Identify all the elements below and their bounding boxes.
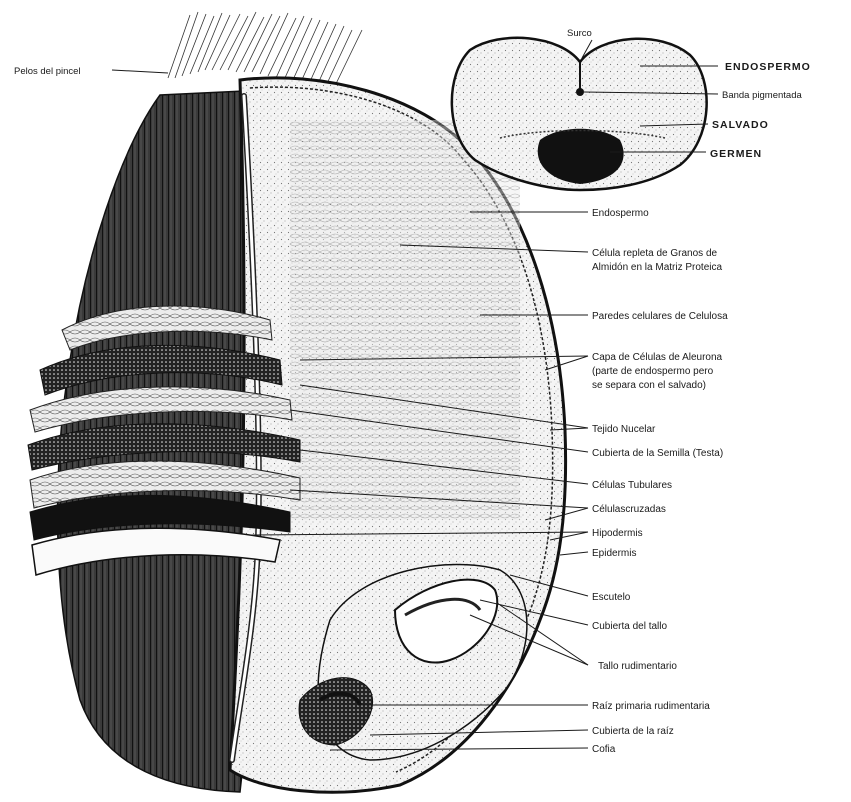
label-epidermis: Epidermis [592, 548, 636, 559]
label-cub-tallo: Cubierta del tallo [592, 621, 667, 632]
label-celula-1: Célula repleta de Granos de [592, 248, 718, 259]
label-endospermo-caps: ENDOSPERMO [725, 61, 811, 73]
label-germen: GERMEN [710, 148, 762, 160]
label-escutelo: Escutelo [592, 592, 631, 603]
label-nucelar: Tejido Nucelar [592, 424, 656, 435]
label-cofia: Cofia [592, 744, 616, 755]
label-aleurona-1: Capa de Células de Aleurona [592, 352, 723, 363]
cellulose-walls [290, 120, 520, 520]
cross-section [452, 38, 707, 190]
label-banda: Banda pigmentada [722, 90, 802, 101]
label-pelos: Pelos del pincel [14, 66, 81, 77]
label-tubulares: Células Tubulares [592, 480, 672, 491]
label-salvado: SALVADO [712, 119, 769, 131]
label-endospermo: Endospermo [592, 208, 649, 219]
label-raiz: Raíz primaria rudimentaria [592, 701, 710, 712]
label-celula-2: Almidón en la Matriz Proteica [592, 262, 722, 273]
label-aleurona-2: (parte de endospermo pero [592, 366, 714, 377]
label-tallo: Tallo rudimentario [598, 661, 677, 672]
label-cub-raiz: Cubierta de la raíz [592, 726, 674, 737]
label-surco: Surco [567, 28, 592, 39]
label-hipodermis: Hipodermis [592, 528, 643, 539]
label-paredes: Paredes celulares de Celulosa [592, 311, 728, 322]
label-aleurona-3: se separa con el salvado) [592, 380, 706, 391]
label-testa: Cubierta de la Semilla (Testa) [592, 448, 723, 459]
label-cruzadas: Célulascruzadas [592, 504, 666, 515]
